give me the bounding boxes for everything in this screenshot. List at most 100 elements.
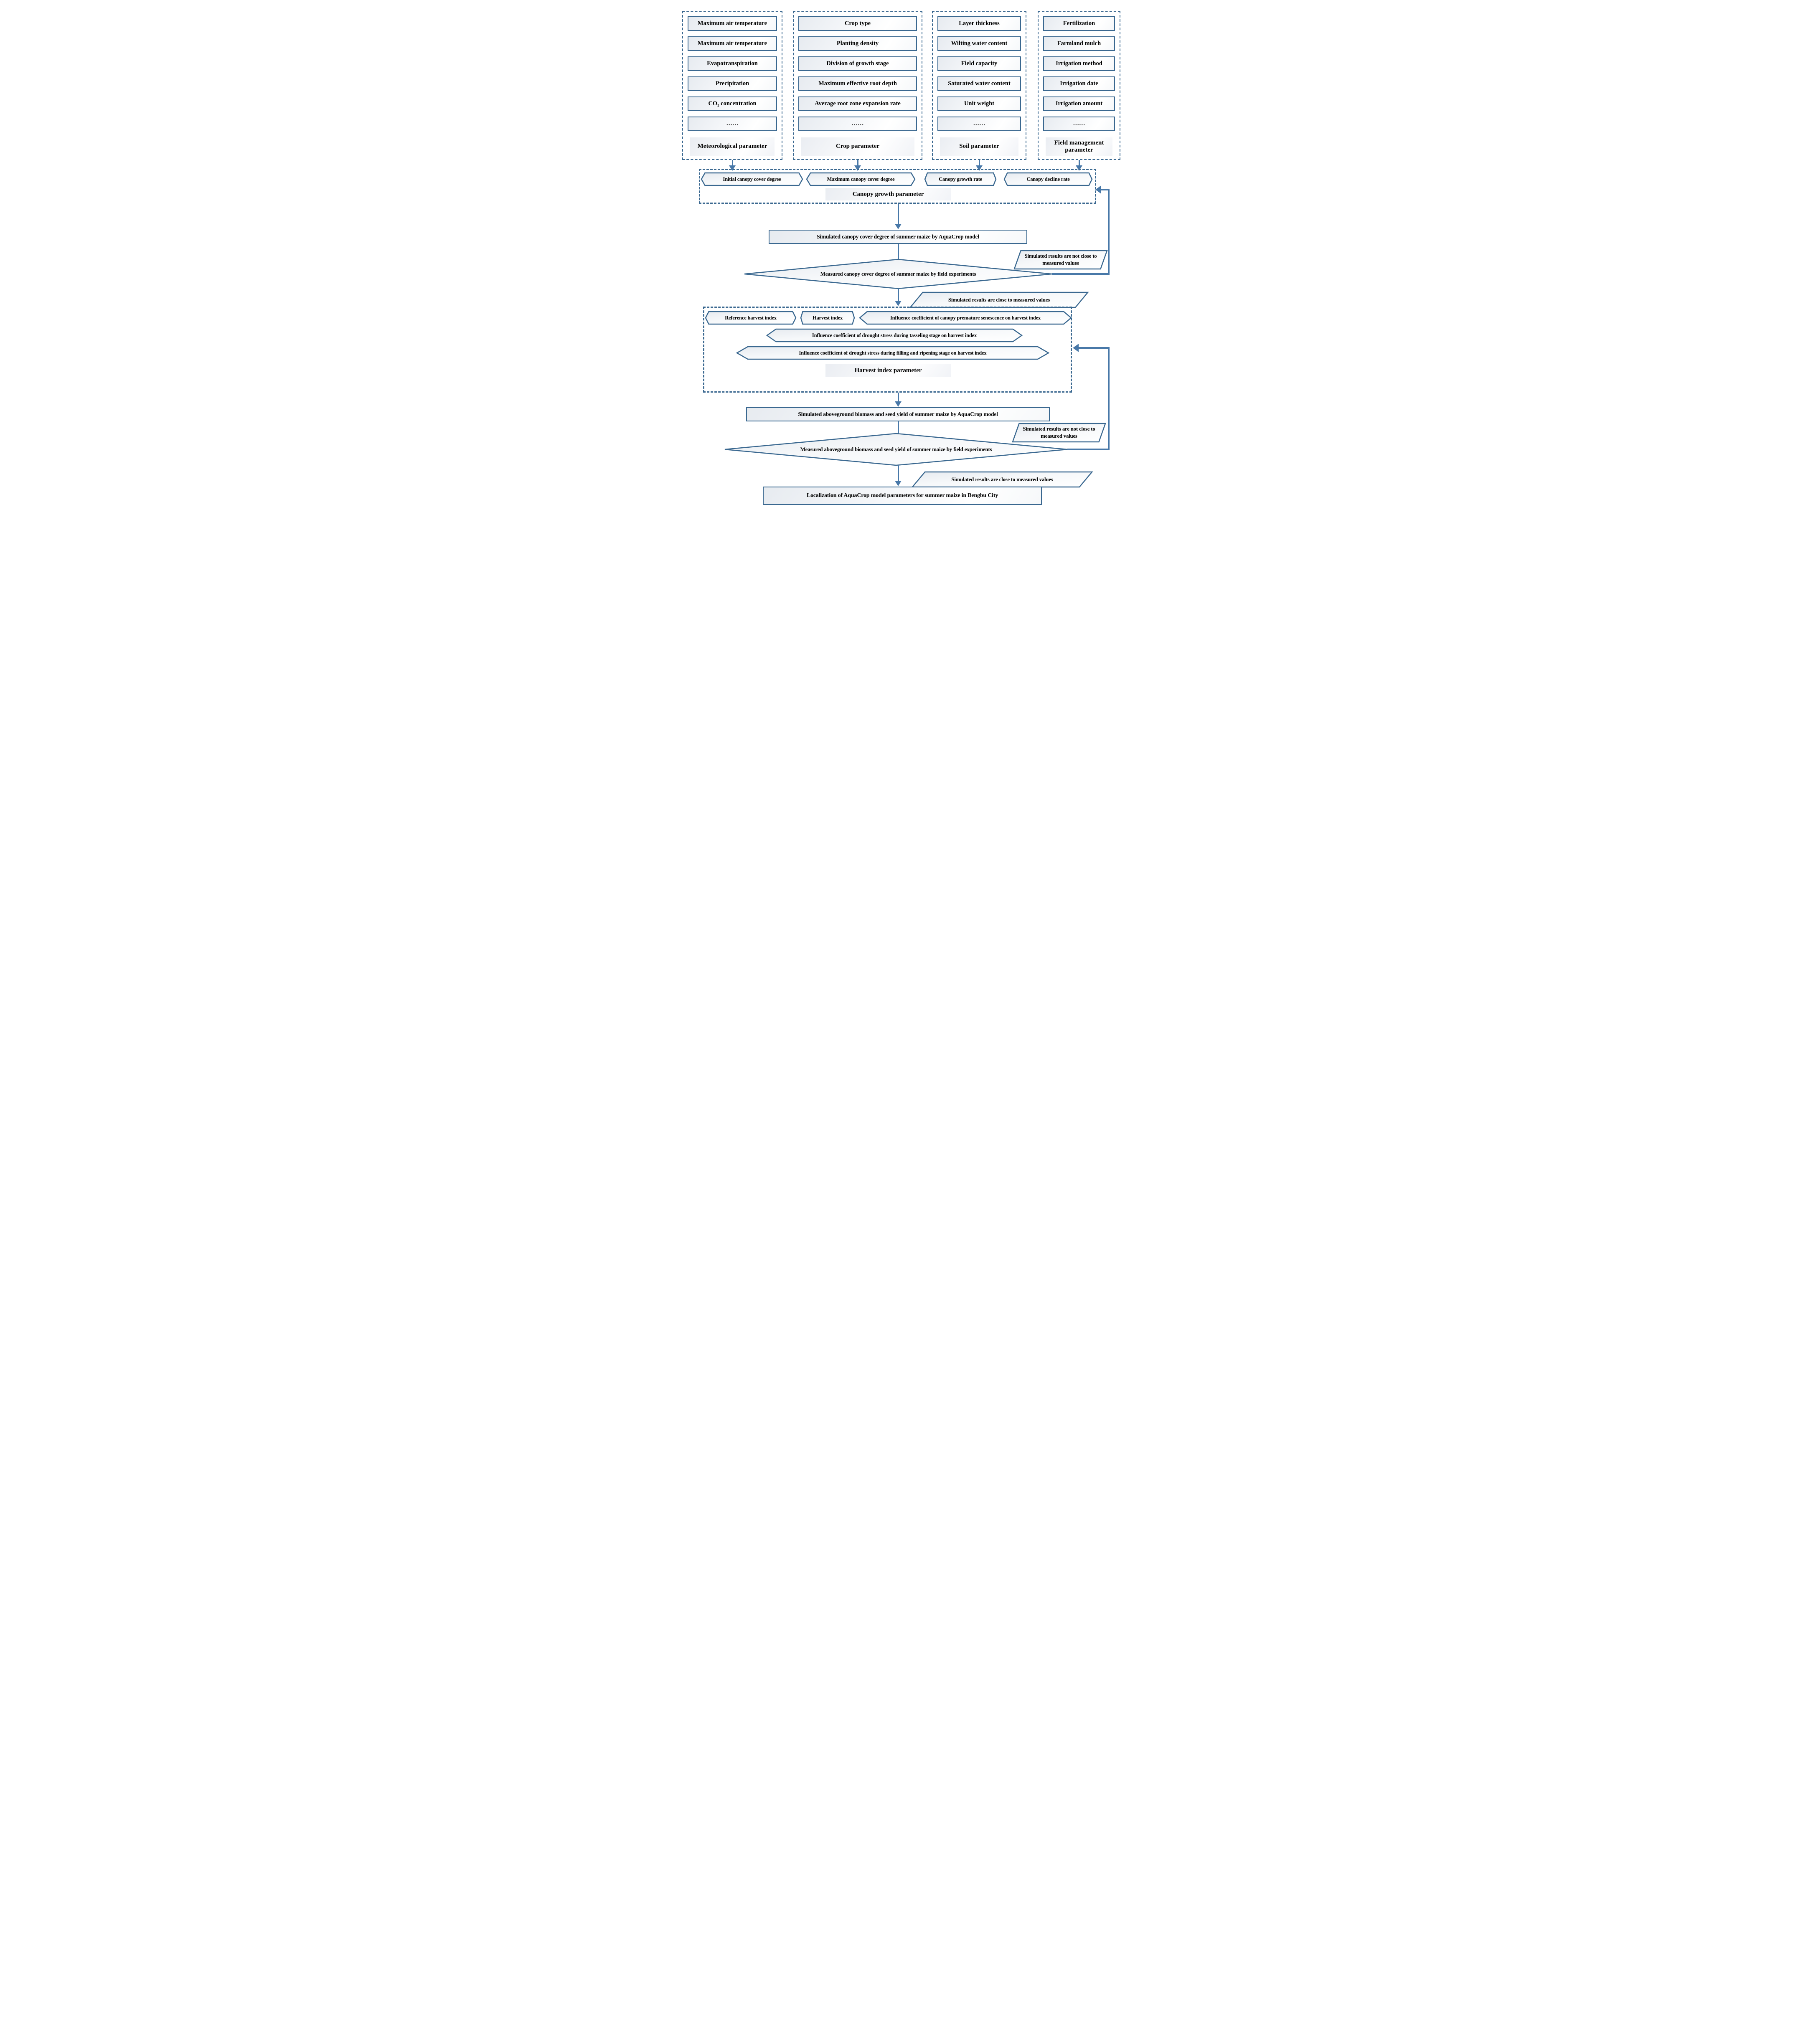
param-box-label: Layer thickness — [959, 20, 1000, 27]
param-box: Layer thickness — [937, 16, 1021, 31]
process-label: Localization of AquaCrop model parameter… — [806, 492, 998, 499]
arrow-head-measured2-to-final — [895, 481, 902, 486]
param-box: Maximum air temperature — [688, 16, 777, 31]
canopy-group-title: Canopy growth parameter — [825, 188, 951, 200]
feedback2-horizontal-top — [1078, 347, 1110, 349]
param-box-label: Planting density — [836, 40, 879, 47]
arrow-line-col4 — [1079, 160, 1080, 166]
param-box-label: Average root zone expansion rate — [815, 100, 901, 107]
feedback1-horizontal-bottom — [1052, 273, 1110, 275]
param-box-ellipsis: …… — [937, 117, 1021, 131]
hexagon-label: Initial canopy cover degree — [723, 176, 781, 182]
arrow-head-canopy-to-simulated — [895, 224, 902, 229]
note-label: Simulated results are not close to measu… — [1024, 253, 1097, 266]
param-box: Evapotranspiration — [688, 56, 777, 71]
hexagon-canopy-senescence-coefficient: Influence coefficient of canopy prematur… — [860, 312, 1071, 324]
column-field-management-parameter: Fertilization Farmland mulch Irrigation … — [1038, 11, 1120, 160]
column-title: Soil parameter — [940, 137, 1018, 156]
harvest-group-title: Harvest index parameter — [825, 364, 951, 377]
param-box: Field capacity — [937, 56, 1021, 71]
param-box: Planting density — [798, 36, 917, 51]
param-box-label: Division of growth stage — [826, 60, 889, 67]
param-box-label: Unit weight — [964, 100, 995, 107]
param-box: Irrigation date — [1043, 76, 1115, 91]
param-box-label: Maximum effective root depth — [818, 80, 897, 87]
column-soil-parameter: Layer thickness Wilting water content Fi… — [932, 11, 1026, 160]
param-box-label: Irrigation amount — [1055, 100, 1103, 107]
hexagon-maximum-canopy-cover: Maximum canopy cover degree — [807, 173, 915, 185]
param-box: Division of growth stage — [798, 56, 917, 71]
param-box-label: Field capacity — [961, 60, 998, 67]
param-box: Irrigation amount — [1043, 96, 1115, 111]
note-results-close-1: Simulated results are close to measured … — [910, 292, 1088, 307]
param-box: Maximum effective root depth — [798, 76, 917, 91]
process-label: Simulated aboveground biomass and seed y… — [798, 411, 998, 417]
feedback1-arrow-head — [1095, 185, 1101, 194]
param-box-label: Irrigation date — [1060, 80, 1098, 87]
param-box: Precipitation — [688, 76, 777, 91]
param-box-label: Farmland mulch — [1057, 40, 1101, 47]
arrow-head-measured1-to-harvest — [895, 301, 902, 306]
hexagon-label: Canopy growth rate — [939, 176, 982, 182]
hexagon-initial-canopy-cover: Initial canopy cover degree — [701, 173, 802, 185]
note-label: Simulated results are close to measured … — [951, 476, 1053, 482]
param-box: Maximum air temperature — [688, 36, 777, 51]
arrow-line-measured2-to-final — [898, 465, 899, 482]
hexagon-filling-ripening-drought-coefficient: Influence coefficient of drought stress … — [737, 347, 1049, 359]
param-box-label: CO₂ concentration — [708, 100, 757, 107]
hexagon-canopy-decline-rate: Canopy decline rate — [1004, 173, 1092, 185]
feedback2-horizontal-bottom — [1067, 449, 1110, 450]
arrow-line-canopy-to-simulated — [898, 204, 899, 225]
hexagon-label: Harvest index — [812, 314, 843, 321]
process-simulated-canopy-cover: Simulated canopy cover degree of summer … — [769, 230, 1027, 244]
arrow-line-col1 — [732, 160, 733, 166]
param-box-label: Irrigation method — [1056, 60, 1102, 67]
column-title: Meteorological parameter — [690, 137, 775, 156]
process-simulated-biomass-yield: Simulated aboveground biomass and seed y… — [746, 407, 1050, 421]
param-box: Wilting water content — [937, 36, 1021, 51]
feedback2-arrow-head — [1073, 344, 1079, 352]
param-box: Fertilization — [1043, 16, 1115, 31]
feedback1-vertical — [1108, 189, 1110, 275]
process-label: Simulated canopy cover degree of summer … — [817, 233, 979, 240]
param-box-label: …… — [973, 120, 985, 127]
connector-simulated-to-measured-1 — [898, 244, 899, 259]
hexagon-label: Influence coefficient of drought stress … — [799, 350, 987, 356]
arrow-line-col2 — [857, 160, 858, 166]
note-label: Simulated results are close to measured … — [948, 297, 1050, 303]
note-results-not-close-2: Simulated results are not close to measu… — [1013, 424, 1105, 442]
param-box: CO₂ concentration — [688, 96, 777, 111]
param-box-label: Fertilization — [1063, 20, 1095, 27]
decision-label: Measured canopy cover degree of summer m… — [820, 271, 976, 277]
decision-measured-biomass-yield: Measured aboveground biomass and seed yi… — [725, 434, 1067, 465]
hexagon-label: Canopy decline rate — [1026, 176, 1070, 182]
hexagon-label: Influence coefficient of drought stress … — [812, 332, 977, 338]
arrow-line-harvest-to-simulated — [898, 393, 899, 402]
flowchart-canvas: Maximum air temperature Maximum air temp… — [674, 0, 1124, 511]
param-box: Crop type — [798, 16, 917, 31]
column-meteorological-parameter: Maximum air temperature Maximum air temp… — [682, 11, 782, 160]
param-box-label: Precipitation — [715, 80, 749, 87]
param-box-label: Evapotranspiration — [707, 60, 758, 67]
param-box-label: Crop type — [844, 20, 871, 27]
param-box: Farmland mulch — [1043, 36, 1115, 51]
note-results-not-close-1: Simulated results are not close to measu… — [1014, 251, 1107, 269]
param-box-label: Maximum air temperature — [697, 20, 767, 27]
column-title: Crop parameter — [801, 137, 914, 156]
note-results-close-2: Simulated results are close to measured … — [912, 472, 1092, 487]
arrow-line-col3 — [979, 160, 980, 166]
feedback2-vertical — [1108, 347, 1110, 450]
param-box: Average root zone expansion rate — [798, 96, 917, 111]
process-localization-result: Localization of AquaCrop model parameter… — [763, 487, 1042, 505]
param-box-label: …… — [1073, 120, 1085, 127]
decision-label: Measured aboveground biomass and seed yi… — [800, 446, 992, 452]
hexagon-reference-harvest-index: Reference harvest index — [706, 312, 796, 324]
hexagon-tasseling-drought-coefficient: Influence coefficient of drought stress … — [767, 329, 1022, 342]
param-box: Saturated water content — [937, 76, 1021, 91]
param-box-label: Wilting water content — [951, 40, 1008, 47]
param-box-label: …… — [726, 120, 739, 127]
param-box-ellipsis: …… — [798, 117, 917, 131]
connector-simulated-to-measured-2 — [898, 421, 899, 434]
hexagon-label: Influence coefficient of canopy prematur… — [890, 314, 1041, 321]
column-title: Field management parameter — [1046, 137, 1112, 156]
